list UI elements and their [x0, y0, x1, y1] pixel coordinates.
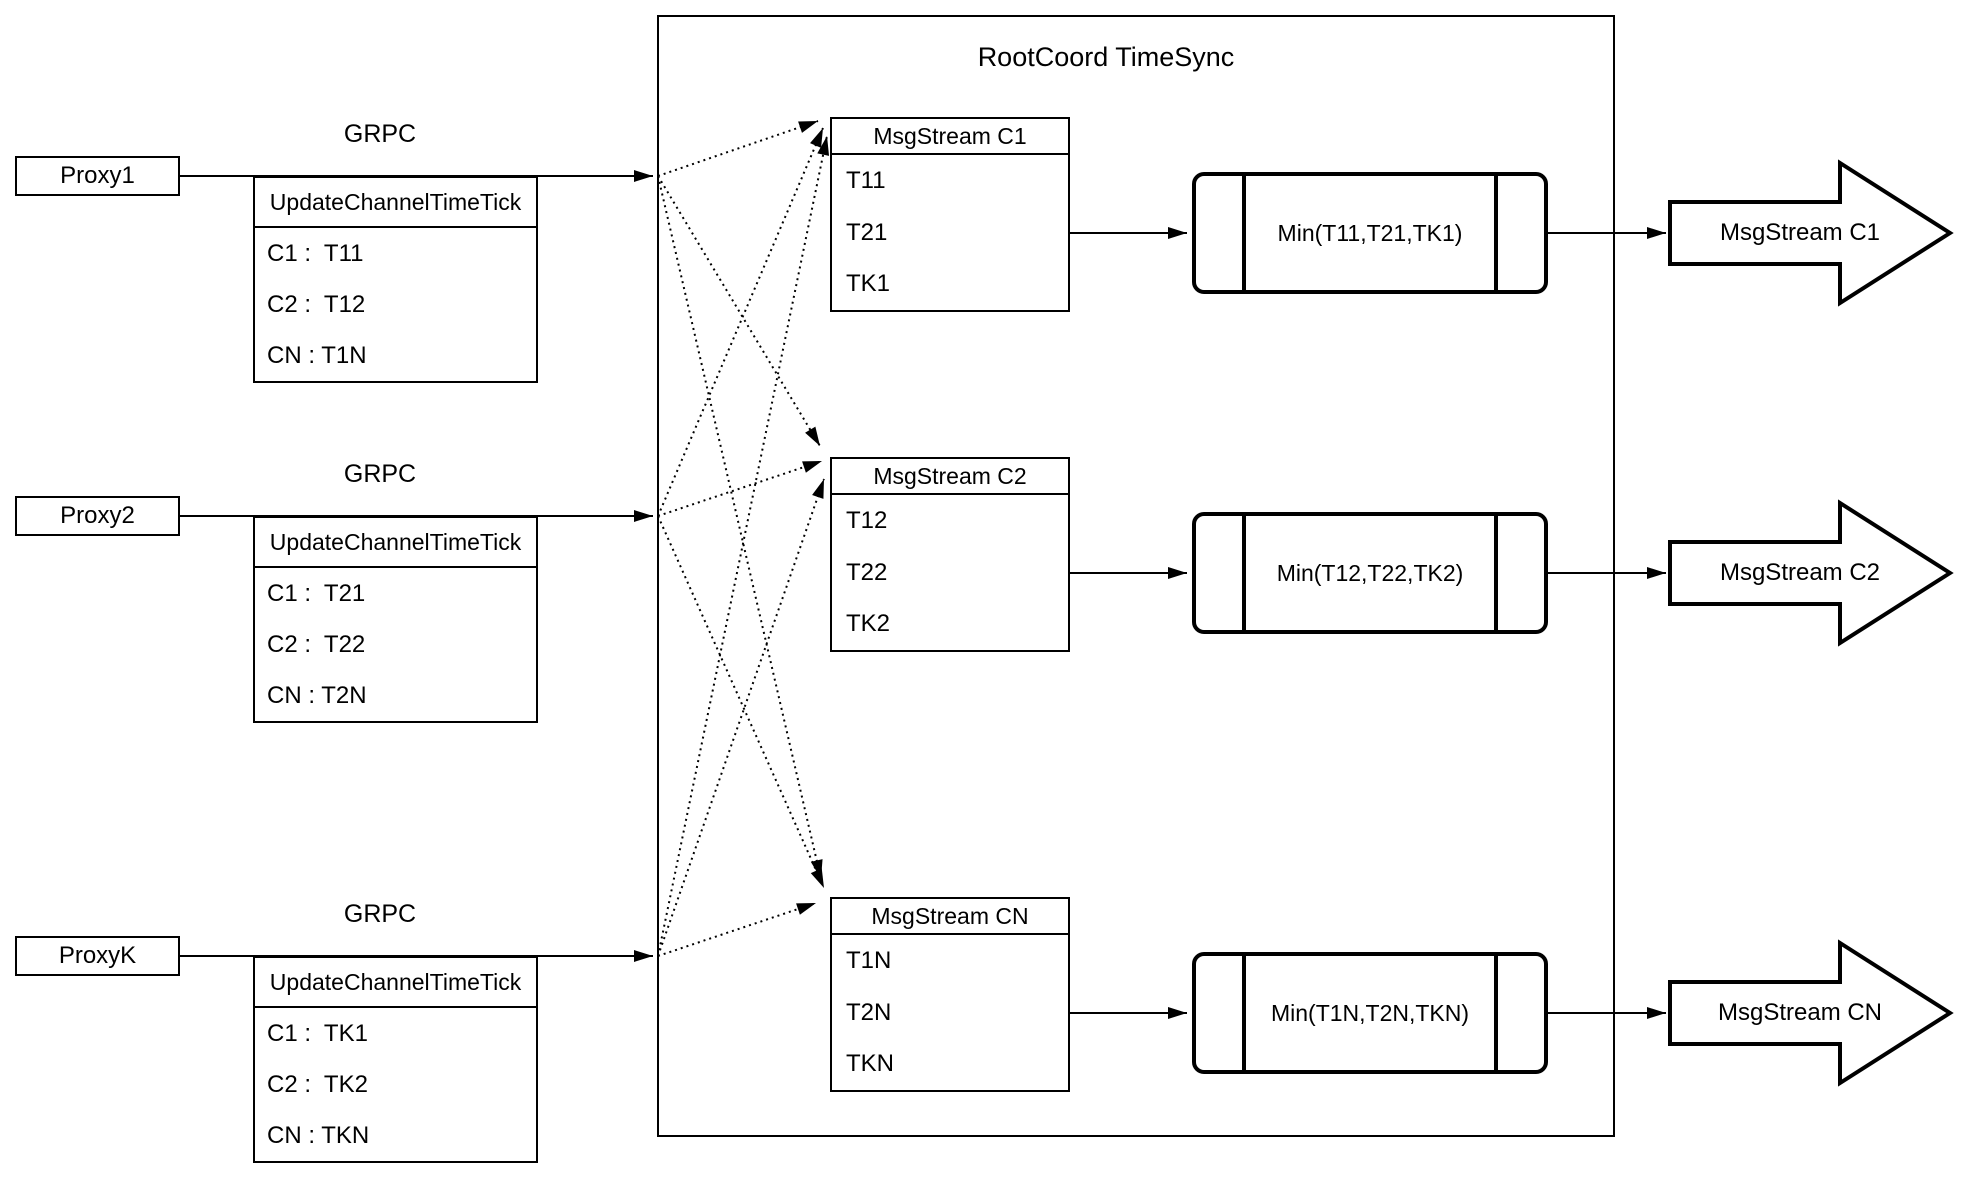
update-table-row: CN : T2N [267, 681, 367, 709]
block-arrow-label-c1: MsgStream C1 [1719, 219, 1881, 246]
update-table-header: UpdateChannelTimeTick [255, 958, 536, 1008]
min-expression: Min(T1N,T2N,TKN) [1270, 999, 1470, 1026]
min-divider-right [1494, 956, 1498, 1070]
min-divider-right [1494, 176, 1498, 290]
update-table-row: C2 : T12 [267, 290, 366, 318]
min-divider-left [1242, 956, 1246, 1070]
update-table-row: C1 : T21 [267, 579, 366, 607]
grpc-label-3: GRPC [343, 899, 417, 928]
block-arrow-label-cn: MsgStream CN [1717, 999, 1883, 1026]
update-table-2: UpdateChannelTimeTick C1 : T21 C2 : T22 … [253, 516, 538, 723]
msgstream-table-row: TKN [846, 1050, 894, 1078]
grpc-label-2: GRPC [343, 459, 417, 488]
min-expression: Min(T12,T22,TK2) [1276, 559, 1464, 586]
msgstream-table-row: T21 [846, 218, 888, 246]
update-table-row: CN : TKN [267, 1121, 370, 1149]
msgstream-table-c1: MsgStream C1 T11 T21 TK1 [830, 117, 1070, 312]
msgstream-table-row: T22 [846, 558, 888, 586]
min-expression: Min(T11,T21,TK1) [1277, 219, 1463, 246]
min-box-cn: Min(T1N,T2N,TKN) [1192, 952, 1548, 1074]
msgstream-table-header: MsgStream C1 [832, 119, 1068, 155]
update-table-row: CN : T1N [267, 341, 367, 369]
update-table-row: C2 : T22 [267, 630, 366, 658]
update-table-row: C1 : T11 [267, 239, 364, 267]
msgstream-table-header: MsgStream CN [832, 899, 1068, 935]
msgstream-table-row: T11 [846, 166, 886, 194]
msgstream-table-row: TK1 [846, 270, 891, 298]
update-table-1: UpdateChannelTimeTick C1 : T11 C2 : T12 … [253, 176, 538, 383]
block-arrow-label-c2: MsgStream C2 [1719, 559, 1881, 586]
update-table-row: C1 : TK1 [267, 1019, 368, 1047]
msgstream-table-row: TK2 [846, 610, 891, 638]
min-divider-left [1242, 516, 1246, 630]
update-table-3: UpdateChannelTimeTick C1 : TK1 C2 : TK2 … [253, 956, 538, 1163]
proxyk-box: ProxyK [15, 936, 180, 976]
proxy2-box: Proxy2 [15, 496, 180, 536]
msgstream-table-cn: MsgStream CN T1N T2N TKN [830, 897, 1070, 1092]
min-divider-right [1494, 516, 1498, 630]
update-table-row: C2 : TK2 [267, 1070, 368, 1098]
proxy1-box: Proxy1 [15, 156, 180, 196]
update-table-header: UpdateChannelTimeTick [255, 518, 536, 568]
msgstream-table-header: MsgStream C2 [832, 459, 1068, 495]
min-box-c1: Min(T11,T21,TK1) [1192, 172, 1548, 294]
update-table-header: UpdateChannelTimeTick [255, 178, 536, 228]
rootcoord-title: RootCoord TimeSync [977, 41, 1235, 72]
msgstream-table-row: T1N [846, 946, 892, 974]
min-divider-left [1242, 176, 1246, 290]
grpc-label-1: GRPC [343, 119, 417, 148]
msgstream-table-row: T12 [846, 506, 888, 534]
msgstream-table-row: T2N [846, 998, 892, 1026]
min-box-c2: Min(T12,T22,TK2) [1192, 512, 1548, 634]
msgstream-table-c2: MsgStream C2 T12 T22 TK2 [830, 457, 1070, 652]
